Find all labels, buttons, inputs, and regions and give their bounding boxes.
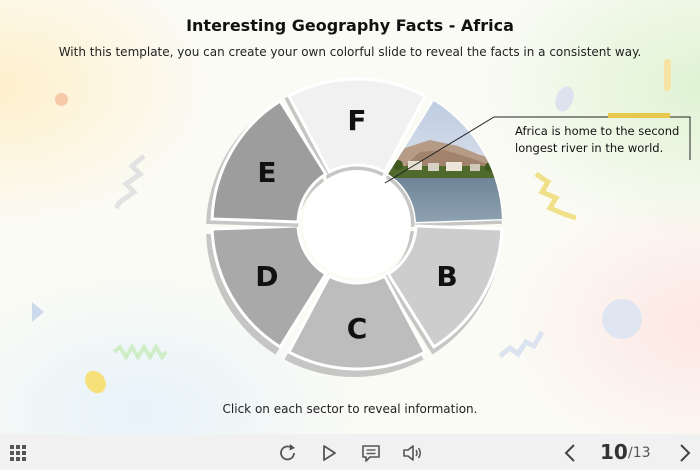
sector-label-f: F [347,104,366,137]
sector-label-b: B [436,260,457,293]
page-number-total: /13 [628,445,651,461]
sector-face [210,98,328,224]
previous-icon[interactable] [560,442,582,464]
slide-subtitle: With this template, you can create your … [58,45,642,59]
instruction-text: Click on each sector to reveal informati… [222,402,478,416]
decor-zigzag-yellow [534,171,577,221]
sector-face [210,224,328,350]
sector-d[interactable]: D [206,224,328,355]
callout-leader-line [384,116,691,184]
callout-accent-bar [608,113,670,118]
sector-face [386,224,504,350]
audio-icon[interactable] [401,442,423,464]
slide-title: Interesting Geography Facts - Africa [186,16,514,35]
sector-label-c: C [347,312,368,345]
sector-label-e: E [257,156,276,189]
wheel-center [303,170,411,278]
replay-icon[interactable] [277,442,299,464]
sector-label-d: D [255,260,278,293]
play-icon[interactable] [318,442,340,464]
sector-e[interactable]: E [206,98,328,228]
decor-circle-blue [602,299,642,339]
comment-icon[interactable] [360,442,382,464]
sector-face [286,274,428,371]
sector-wheel: F B C D E [206,77,691,377]
next-icon[interactable] [673,442,695,464]
sector-f[interactable]: F [284,77,428,180]
sector-b[interactable]: B [383,224,504,355]
decor-triangle-blue [32,302,44,322]
sector-c[interactable]: C [284,274,428,377]
player-toolbar [0,434,700,470]
decor-zigzag-grey [113,154,146,210]
decor-zigzag-blue [498,330,545,358]
decor-bar-yellow [664,59,671,91]
page-number-current: 10 [600,440,628,464]
callout-text: Africa is home to the second longest riv… [515,124,680,155]
decor-dot-orange [55,93,68,106]
sector-face [286,77,428,174]
decor-wave-green [112,343,168,361]
grid-menu-icon[interactable] [9,444,27,462]
